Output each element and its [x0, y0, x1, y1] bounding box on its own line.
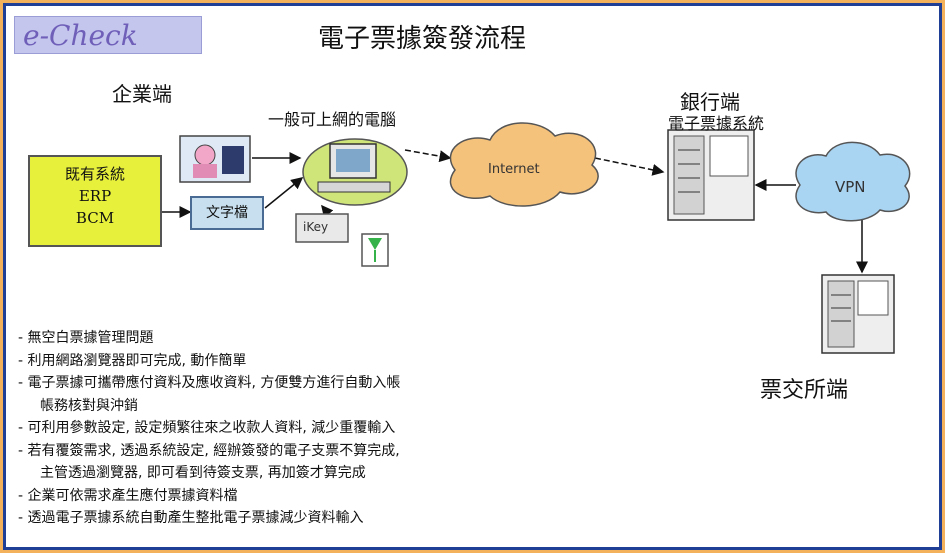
antenna-icon [361, 233, 389, 267]
clearing-house-label: 票交所端 [760, 378, 849, 403]
bank-server-icon [667, 129, 755, 221]
note-item: - 可利用參數設定, 設定頻繁往來之收款人資料, 減少重覆輸入 [18, 420, 396, 436]
erp-line-1: 既有系統 [64, 165, 125, 183]
clearing-server-icon [821, 274, 895, 354]
note-item: - 無空白票據管理問題 [18, 330, 154, 346]
file-to-pc-arrow [264, 177, 304, 209]
vpn-label: VPN [835, 178, 866, 196]
note-item: 帳務核對與沖銷 [40, 397, 138, 414]
internet-to-bank-arrow [594, 157, 665, 176]
note-item: - 若有覆簽需求, 透過系統設定, 經辦簽發的電子支票不算完成, [18, 442, 400, 459]
text-file-box: 文字檔 [190, 196, 264, 230]
enterprise-label: 企業端 [112, 82, 172, 106]
feature-notes: - 無空白票據管理問題 - 利用網路瀏覽器即可完成, 動作簡單 - 電子票據可攜… [18, 327, 718, 530]
erp-line-2: ERP [78, 187, 112, 205]
computer-icon [302, 138, 408, 206]
pc-to-internet-arrow [404, 149, 452, 163]
ikey-label: iKey [303, 220, 329, 234]
note-item: - 透過電子票據系統自動產生整批電子票據減少資料輸入 [18, 510, 364, 526]
existing-system-box: 既有系統 ERP BCM [28, 155, 162, 247]
bank-label: 銀行端 [680, 90, 740, 114]
slide-frame [3, 3, 942, 550]
internet-label: Internet [488, 162, 540, 177]
vpn-cloud [795, 141, 911, 222]
note-item: - 利用網路瀏覽器即可完成, 動作簡單 [18, 352, 247, 369]
note-item: - 企業可依需求產生應付票據資料檔 [18, 487, 238, 504]
pc-label: 一般可上網的電腦 [268, 110, 397, 129]
ikey-device-icon [295, 213, 349, 243]
note-item: 主管透過瀏覽器, 即可看到待簽支票, 再加簽才算完成 [40, 465, 366, 481]
erp-line-3: BCM [75, 209, 115, 227]
page-title: 電子票據簽發流程 [318, 24, 527, 54]
note-item: - 電子票據可攜帶應付資料及應收資料, 方便雙方進行自動入帳 [18, 375, 401, 391]
e-check-logo: e-Check [14, 16, 202, 54]
user-icon [179, 135, 251, 183]
internet-cloud [449, 122, 599, 207]
bank-system-label: 電子票據系統 [668, 114, 765, 133]
